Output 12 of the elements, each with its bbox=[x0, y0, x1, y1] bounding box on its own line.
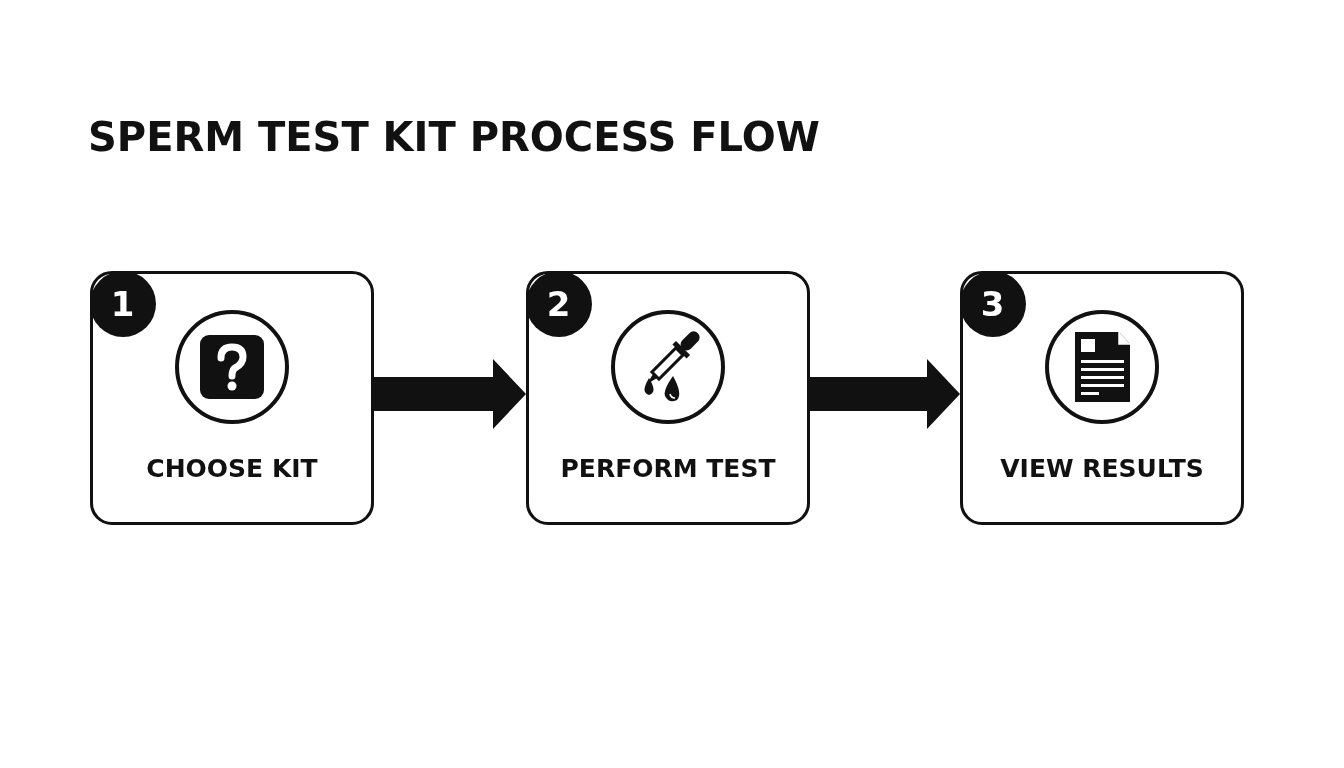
step-label: PERFORM TEST bbox=[560, 454, 776, 483]
process-box bbox=[90, 271, 374, 525]
diagram-title: SPERM TEST KIT PROCESS FLOW bbox=[88, 114, 820, 160]
step-number: 1 bbox=[110, 286, 135, 321]
process-box bbox=[526, 271, 810, 525]
block-arrow bbox=[374, 359, 526, 429]
block-arrow bbox=[810, 359, 960, 429]
step-number: 3 bbox=[980, 286, 1005, 321]
step-label: VIEW RESULTS bbox=[1000, 454, 1204, 483]
step-number: 2 bbox=[546, 286, 571, 321]
process-box bbox=[960, 271, 1244, 525]
step-label: CHOOSE KIT bbox=[146, 454, 318, 483]
